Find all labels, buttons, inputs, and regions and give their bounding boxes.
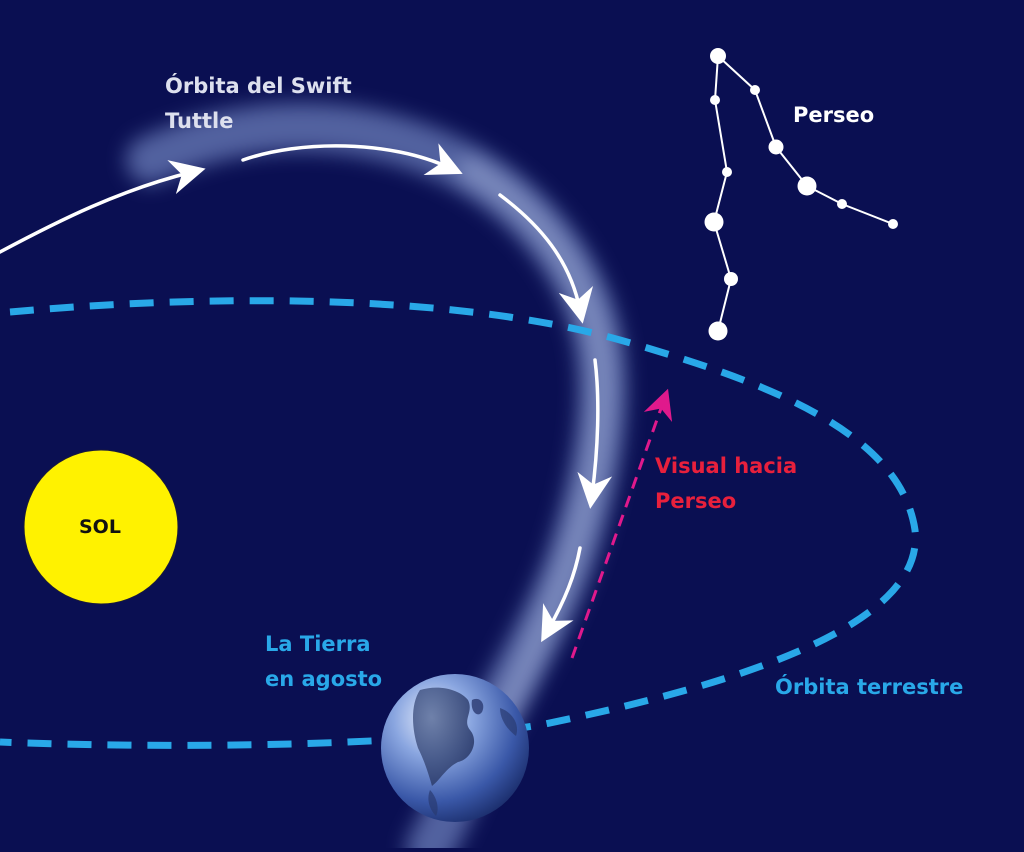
sun-label: SOL (79, 516, 121, 538)
earth-label-line2: en agosto (265, 667, 383, 691)
sight-label-line2: Perseo (655, 489, 737, 513)
sight-label-line1: Visual hacia (655, 454, 798, 478)
earth-orbit-path (0, 297, 919, 749)
constellation-label: Perseo (793, 103, 875, 127)
comet-arrow-5 (541, 546, 582, 643)
sight-line-arrow (570, 388, 673, 659)
comet-arrow-3 (498, 193, 594, 324)
comet-orbit-label-line1: Órbita del Swift (165, 74, 352, 98)
sun-icon (23, 449, 179, 605)
comet-orbit-label-line2: Tuttle (165, 109, 234, 133)
comet-arrow-2 (241, 143, 463, 175)
earth-orbit-label: Órbita terrestre (775, 675, 964, 699)
comet-arrow-4 (577, 358, 613, 509)
earth-icon (381, 674, 529, 822)
perseus-constellation-icon (704, 48, 898, 341)
comet-orbit-arrows (0, 143, 613, 643)
earth-label-line1: La Tierra (265, 632, 371, 656)
comet-arrow-1 (0, 160, 206, 254)
